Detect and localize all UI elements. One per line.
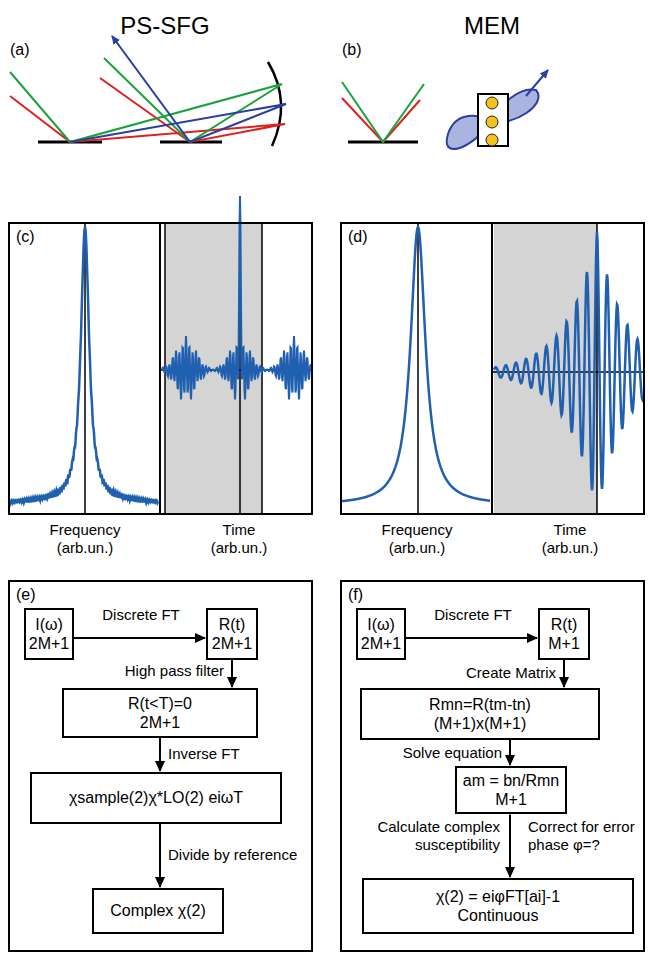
edge-label: Calculate complex susceptibility: [350, 818, 500, 854]
flow-arrow: [74, 637, 205, 639]
panel-frame: (d): [340, 222, 645, 515]
axis-label: Time (arb.un.): [203, 521, 275, 557]
process-box: I(ω)2M+1: [356, 608, 406, 660]
box-text: R(t): [551, 615, 578, 634]
process-box: am = bn/RmnM+1: [455, 766, 567, 814]
axis: [84, 224, 86, 513]
axis-label: Frequency (arb.un.): [374, 521, 460, 557]
process-box: I(ω)2M+1: [24, 608, 74, 660]
box-size: M+1: [548, 634, 580, 653]
box-text: am = bn/Rmn: [463, 771, 559, 790]
edge-label: Discrete FT: [95, 606, 187, 624]
box-text: R(t): [219, 615, 246, 634]
process-box: R(t)2M+1: [206, 608, 258, 660]
green-beam: [342, 82, 424, 142]
panel-frame: (c): [8, 222, 313, 515]
box-size: Continuous: [458, 906, 539, 925]
panel-label: (d): [348, 228, 368, 246]
box-size: 2M+1: [140, 713, 180, 732]
box-text: Rmn=R(tm-tn): [429, 695, 531, 714]
box-text: χ(2) = eiφFT[ai]-1: [436, 887, 560, 906]
process-box: Rmn=R(tm-tn)(M+1)x(M+1): [360, 688, 600, 740]
flow-arrow: [231, 660, 233, 687]
branch-label: Correct for error phase φ=?: [528, 818, 640, 854]
flow-arrow: [159, 824, 161, 887]
process-box: Complex χ(2): [92, 888, 224, 934]
axis-label: Time (arb.un.): [534, 521, 606, 557]
axis: [417, 224, 419, 513]
panel-label: (c): [16, 228, 35, 246]
panel-label: (b): [342, 40, 382, 59]
edge-label: High pass filter: [104, 662, 224, 680]
box-text: Complex χ(2): [110, 901, 206, 920]
box-size: M+1: [495, 790, 527, 809]
red-beam: [10, 78, 285, 142]
time-curve: [494, 232, 643, 490]
spectrum-curve: [342, 227, 490, 501]
flow-arrow: [563, 660, 565, 687]
edge-label: Solve equation: [394, 744, 502, 762]
panel-frame: (e)I(ω)2M+1R(t)2M+1R(t<T)=02M+1χsample(2…: [8, 580, 313, 952]
blue-beam: [70, 36, 286, 142]
column-title: PS-SFG: [85, 12, 245, 41]
divider: [159, 222, 161, 515]
process-box: χ(2) = eiφFT[ai]-1Continuous: [362, 878, 634, 934]
divider: [491, 222, 493, 515]
flow-arrow: [509, 740, 511, 765]
panel-label: (f): [348, 586, 363, 604]
column-title: MEM: [412, 12, 572, 41]
spectrum-curve: [10, 227, 158, 503]
box-text: χsample(2)χ*LO(2) eiωT: [69, 788, 243, 807]
box-size: (M+1)x(M+1): [434, 714, 526, 733]
emission-arrow: [526, 70, 548, 96]
flow-arrow: [159, 738, 161, 771]
box-size: 2M+1: [212, 634, 252, 653]
time-curve: [162, 196, 311, 400]
box-size: 2M+1: [361, 634, 401, 653]
box-text: R(t<T)=0: [128, 694, 192, 713]
filter-region: [494, 224, 597, 513]
molecule-box: [478, 94, 508, 146]
panel-label: (a): [10, 40, 50, 59]
flow-arrow: [509, 814, 511, 877]
box-text: I(ω): [35, 615, 63, 634]
edge-label: Discrete FT: [427, 606, 519, 624]
atom: [486, 116, 498, 128]
box-text: I(ω): [367, 615, 395, 634]
curved-mirror: [268, 62, 281, 146]
atom: [486, 97, 498, 109]
process-box: χsample(2)χ*LO(2) eiωT: [30, 772, 282, 824]
panel-label: (e): [16, 586, 36, 604]
edge-label: Create Matrix: [434, 664, 556, 682]
panel-frame: (f)I(ω)2M+1R(t)M+1Rmn=R(tm-tn)(M+1)x(M+1…: [340, 580, 645, 952]
flow-arrow: [406, 637, 537, 639]
atom: [486, 134, 498, 146]
edge-label: Divide by reference: [168, 846, 308, 864]
axis-label: Frequency (arb.un.): [42, 521, 128, 557]
edge-label: Inverse FT: [168, 745, 278, 763]
process-box: R(t<T)=02M+1: [62, 688, 258, 738]
box-size: 2M+1: [29, 634, 69, 653]
process-box: R(t)M+1: [538, 608, 590, 660]
